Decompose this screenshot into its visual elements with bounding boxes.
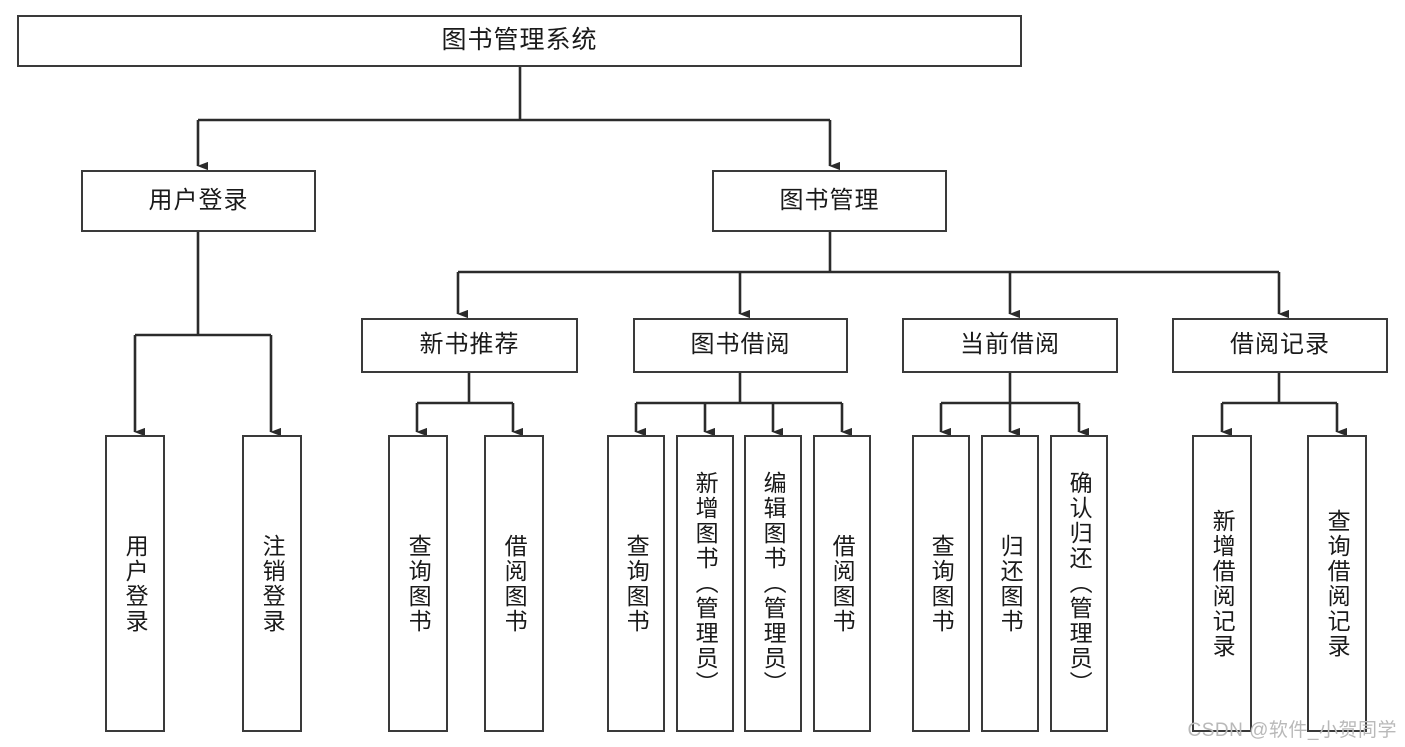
node-label-leaf-query-book-2: 查询图书: [623, 533, 650, 634]
node-leaf-query-record[interactable]: 查询借阅记录: [1307, 435, 1367, 732]
node-leaf-confirm-return[interactable]: 确认归还（管理员）: [1050, 435, 1108, 732]
node-label-leaf-borrow-book-2: 借阅图书: [829, 533, 856, 634]
node-label-book-borrow: 图书借阅: [690, 331, 791, 359]
node-book-borrow[interactable]: 图书借阅: [633, 318, 848, 373]
node-label-leaf-user-login: 用户登录: [122, 533, 149, 634]
node-label-leaf-edit-book: 编辑图书（管理员）: [760, 471, 787, 696]
node-leaf-borrow-book-2[interactable]: 借阅图书: [813, 435, 871, 732]
node-leaf-borrow-book-1[interactable]: 借阅图书: [484, 435, 544, 732]
node-borrow-record[interactable]: 借阅记录: [1172, 318, 1388, 373]
node-leaf-query-book-1[interactable]: 查询图书: [388, 435, 448, 732]
node-leaf-edit-book[interactable]: 编辑图书（管理员）: [744, 435, 802, 732]
node-label-book-management: 图书管理: [779, 186, 880, 214]
node-label-leaf-query-book-1: 查询图书: [405, 533, 432, 634]
node-root-book-management-system[interactable]: 图书管理系统: [17, 15, 1022, 67]
node-label-leaf-borrow-book-1: 借阅图书: [501, 533, 528, 634]
node-label-root: 图书管理系统: [441, 26, 598, 55]
node-current-borrow[interactable]: 当前借阅: [902, 318, 1118, 373]
node-user-login[interactable]: 用户登录: [81, 170, 316, 232]
node-label-leaf-add-book: 新增图书（管理员）: [692, 471, 719, 696]
node-label-leaf-query-book-3: 查询图书: [928, 533, 955, 634]
node-label-new-book-recommend: 新书推荐: [419, 331, 520, 359]
node-leaf-logout[interactable]: 注销登录: [242, 435, 302, 732]
node-label-borrow-record: 借阅记录: [1230, 331, 1330, 359]
node-leaf-return-book[interactable]: 归还图书: [981, 435, 1039, 732]
node-label-leaf-logout: 注销登录: [259, 533, 286, 634]
node-label-user-login: 用户登录: [148, 186, 249, 214]
node-book-management[interactable]: 图书管理: [712, 170, 947, 232]
node-label-leaf-confirm-return: 确认归还（管理员）: [1066, 471, 1093, 696]
node-leaf-add-book[interactable]: 新增图书（管理员）: [676, 435, 734, 732]
node-leaf-add-record[interactable]: 新增借阅记录: [1192, 435, 1252, 732]
node-new-book-recommend[interactable]: 新书推荐: [361, 318, 578, 373]
node-leaf-query-book-2[interactable]: 查询图书: [607, 435, 665, 732]
node-label-leaf-add-record: 新增借阅记录: [1209, 508, 1236, 659]
node-leaf-user-login[interactable]: 用户登录: [105, 435, 165, 732]
node-label-leaf-return-book: 归还图书: [997, 533, 1024, 634]
node-leaf-query-book-3[interactable]: 查询图书: [912, 435, 970, 732]
node-label-current-borrow: 当前借阅: [960, 331, 1060, 359]
node-label-leaf-query-record: 查询借阅记录: [1324, 508, 1351, 659]
